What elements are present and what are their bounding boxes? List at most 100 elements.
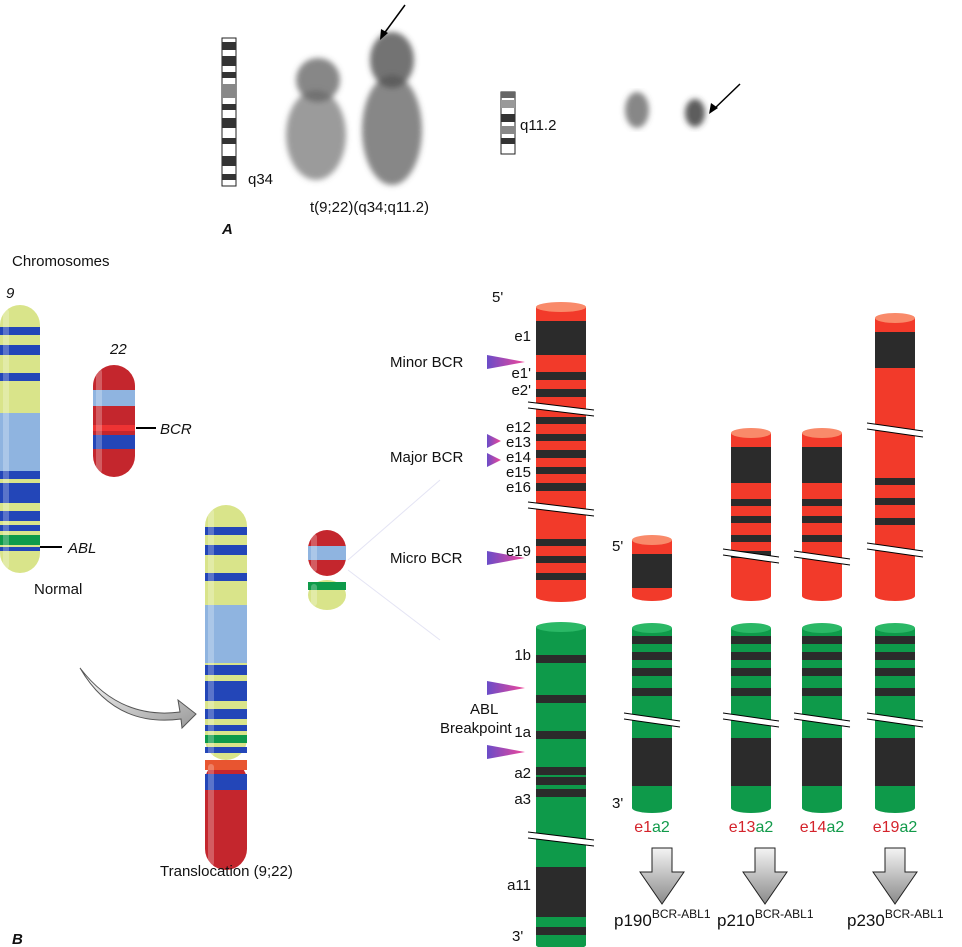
bcr-exon-label: e2' — [511, 382, 531, 399]
arrowhead-icon — [380, 29, 388, 40]
ideogram-band — [501, 126, 515, 134]
arrowhead-icon — [709, 103, 718, 114]
cylinder-top — [632, 623, 672, 633]
chromosome-band — [308, 546, 346, 560]
break-line — [866, 718, 924, 728]
chromosome-band — [0, 525, 40, 531]
translocation-notation: t(9;22)(q34;q11.2) — [310, 199, 429, 216]
break-line — [793, 550, 851, 560]
cylinder-top — [875, 623, 915, 633]
chromosome-band — [205, 760, 247, 770]
exon-band — [632, 668, 672, 676]
exon-band — [536, 767, 586, 775]
ideogram-band — [222, 104, 236, 110]
bcr-exon-label: e15 — [506, 464, 531, 481]
chr22-ideogram — [500, 91, 516, 155]
cylinder-bottom — [632, 591, 672, 601]
philadelphia-chromosome — [308, 530, 346, 610]
fusion-5prime: 5' — [612, 538, 623, 555]
abl-exon-label: a3 — [514, 791, 531, 808]
break-line — [527, 401, 595, 411]
break-line — [623, 712, 681, 722]
translocation-label: Translocation (9;22) — [160, 863, 293, 880]
exon-band — [536, 321, 586, 355]
exon-band — [802, 688, 842, 696]
ideogram-band — [222, 156, 236, 166]
abl-breakpoint-label-1: ABL — [470, 701, 498, 718]
ideogram-band — [222, 84, 236, 98]
bcr-exon: e19 — [873, 819, 900, 836]
chromosome-band — [308, 582, 346, 590]
break-mark — [528, 402, 594, 416]
highlight — [208, 509, 214, 756]
exon-band — [632, 554, 672, 588]
down-arrow-icon — [639, 847, 685, 905]
exon-band — [731, 738, 771, 786]
ideogram-band — [222, 72, 236, 78]
chr9-micrographs — [286, 32, 422, 185]
break-line — [527, 501, 595, 511]
fusion-gene: e19a2 — [866, 313, 924, 836]
exon-band — [536, 789, 586, 797]
protein-superscript: BCR-ABL1 — [885, 907, 944, 921]
cylinder-bottom — [731, 803, 771, 813]
panel-a-label: A — [221, 221, 233, 238]
ideogram-band — [222, 174, 236, 180]
break-line — [793, 556, 851, 566]
abl-exon-label: a11 — [507, 877, 531, 894]
chr22-normal — [93, 365, 135, 477]
chromosome-band — [205, 545, 247, 555]
bcr-exon-label: e19 — [506, 543, 531, 560]
exon-band — [536, 927, 586, 935]
protein-name: p210 — [717, 911, 755, 930]
bcr-exon-label: e12 — [506, 419, 531, 436]
fusion-transcript-label: e1a2 — [634, 819, 670, 836]
exon-band — [731, 636, 771, 644]
chr22-micrographs — [625, 92, 705, 128]
break-line — [722, 718, 780, 728]
cylinder-top — [632, 535, 672, 545]
zoom-lines — [347, 479, 441, 641]
cylinder-bottom — [875, 591, 915, 601]
chromosome-band — [0, 471, 40, 479]
bcr-exon: e13 — [729, 819, 756, 836]
exon-band — [731, 447, 771, 483]
break-mark — [867, 713, 923, 727]
chr9-ideogram — [221, 37, 237, 187]
curved-arrow-icon — [79, 667, 197, 730]
break-line — [527, 831, 595, 841]
abl-breakpoint-label-2: Breakpoint — [440, 720, 513, 737]
break-mark — [794, 551, 850, 565]
cylinder-bottom — [802, 591, 842, 601]
breakpoint-wedges — [487, 355, 525, 759]
ideogram-band — [501, 138, 515, 144]
break-mark — [723, 713, 779, 727]
exon-band — [536, 417, 586, 424]
gene-cylinders — [527, 302, 595, 947]
chr22-number: 22 — [109, 341, 127, 358]
exon-band — [802, 499, 842, 506]
cylinder-bottom — [632, 803, 672, 813]
protein-product-label: p210BCR-ABL1 — [717, 907, 814, 930]
chromosome-band — [205, 573, 247, 581]
abl-exon: a2 — [755, 819, 773, 836]
exon-band — [536, 695, 586, 703]
breakpoint-wedge-icon — [487, 434, 501, 448]
exon-band — [875, 498, 915, 505]
protein-product-label: p190BCR-ABL1 — [614, 907, 711, 930]
break-line — [623, 718, 681, 728]
chromosomes-title: Chromosomes — [12, 253, 110, 270]
abl-exon-label: 1b — [514, 647, 531, 664]
exon-band — [536, 777, 586, 785]
chromosome-band — [0, 511, 40, 521]
fusion-gene: e14a2 — [793, 428, 851, 836]
break-line — [722, 554, 780, 564]
abl-exon-label: a2 — [514, 765, 531, 782]
bcr-exon: e14 — [800, 819, 827, 836]
exon-band — [875, 688, 915, 696]
major-bcr-label: Major BCR — [390, 449, 464, 466]
cylinder-top — [536, 302, 586, 312]
ideogram-band — [222, 138, 236, 144]
